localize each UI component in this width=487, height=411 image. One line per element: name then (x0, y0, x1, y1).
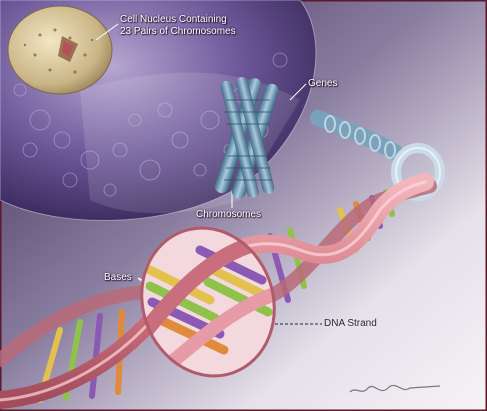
nucleus-label-line2: 23 Pairs of Chromosomes (120, 26, 236, 38)
genes-label: Genes (308, 78, 337, 90)
cell-nucleus (8, 6, 112, 94)
dna-strand-label: DNA Strand (324, 318, 377, 330)
bases-label: Bases (104, 272, 132, 284)
chromosomes-label: Chromosomes (196, 209, 261, 221)
nucleus-label-line1: Cell Nucleus Containing (120, 14, 227, 26)
